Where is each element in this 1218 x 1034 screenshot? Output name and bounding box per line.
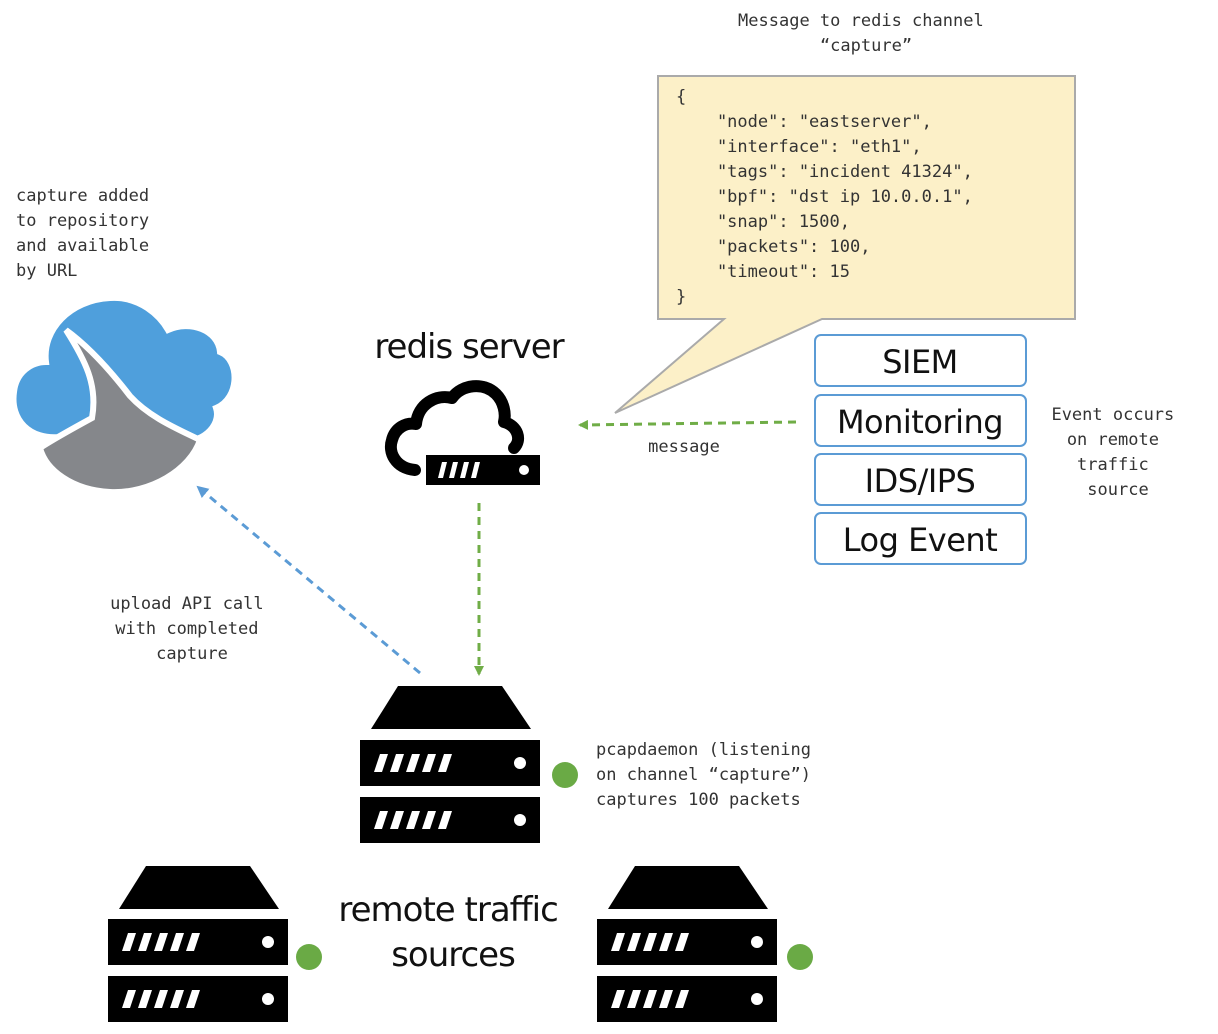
code-line: "node": "eastserver", xyxy=(676,112,932,132)
remote-label-line: remote traffic xyxy=(338,890,557,930)
cloud-shark-repository-icon xyxy=(10,294,238,496)
pcapdaemon-note-line: captures 100 packets xyxy=(596,790,801,810)
callout-title-line: Message to redis channel xyxy=(738,11,984,31)
ids-ips-label: IDS/IPS xyxy=(865,462,976,500)
repository-note-line: to repository xyxy=(16,211,149,231)
repository-note-line: and available xyxy=(16,236,149,256)
callout-title-line: “capture” xyxy=(820,36,912,56)
remote-label-line: sources xyxy=(391,935,515,975)
upload-arrow-note: upload API call with completed capture xyxy=(110,594,274,664)
remote-traffic-sources-label: remote traffic sources xyxy=(338,890,567,975)
upload-note-line: capture xyxy=(156,644,228,664)
pcapdaemon-server-icon xyxy=(360,686,540,843)
callout-bubble xyxy=(614,75,1076,414)
upload-arrow xyxy=(196,485,421,675)
monitoring-box xyxy=(814,394,1027,447)
remote-right-status-dot xyxy=(787,944,813,970)
repository-note-line: capture added xyxy=(16,186,149,206)
code-line: "bpf": "dst ip 10.0.0.1", xyxy=(676,187,973,207)
event-note-line: Event occurs xyxy=(1051,405,1174,425)
ids-ips-box xyxy=(814,453,1027,506)
event-note-line: traffic xyxy=(1077,455,1149,475)
code-line: "snap": 1500, xyxy=(676,212,850,232)
code-line: "timeout": 15 xyxy=(676,262,850,282)
message-arrow-label: message xyxy=(648,437,720,457)
repository-note: capture added to repository and availabl… xyxy=(16,186,159,281)
callout-json-code: { "node": "eastserver", "interface": "et… xyxy=(0,0,1024,307)
monitoring-label: Monitoring xyxy=(837,403,1003,441)
event-sources-note: Event occurs on remote traffic source xyxy=(1051,405,1184,500)
code-line: { xyxy=(676,87,686,107)
pcapdaemon-note: pcapdaemon (listening on channel “captur… xyxy=(596,740,821,810)
redis-cloud-router-icon xyxy=(385,380,540,485)
code-line: "tags": "incident 41324", xyxy=(676,162,973,182)
redis-server-label: redis server xyxy=(374,327,564,367)
pcapdaemon-note-line: pcapdaemon (listening xyxy=(596,740,811,760)
message-arrow xyxy=(578,419,797,430)
siem-box xyxy=(814,334,1027,387)
event-note-line: on remote xyxy=(1067,430,1159,450)
remote-left-status-dot xyxy=(296,944,322,970)
pcapdaemon-note-line: on channel “capture”) xyxy=(596,765,811,785)
code-line: "interface": "eth1", xyxy=(676,137,922,157)
callout-title: Message to redis channel “capture” xyxy=(738,11,994,56)
event-source-boxes xyxy=(814,334,1027,565)
event-note-line: source xyxy=(1087,480,1148,500)
log-event-label: Log Event xyxy=(843,521,998,559)
upload-note-line: upload API call xyxy=(110,594,264,614)
remote-server-right-icon xyxy=(597,866,777,1022)
upload-note-line: with completed xyxy=(115,619,258,639)
log-event-box xyxy=(814,512,1027,565)
siem-label: SIEM xyxy=(882,343,958,381)
code-line: } xyxy=(676,287,686,307)
pcapdaemon-status-dot xyxy=(552,762,578,788)
remote-server-left-icon xyxy=(108,866,288,1022)
code-line: "packets": 100, xyxy=(676,237,870,257)
repository-note-line: by URL xyxy=(16,261,77,281)
